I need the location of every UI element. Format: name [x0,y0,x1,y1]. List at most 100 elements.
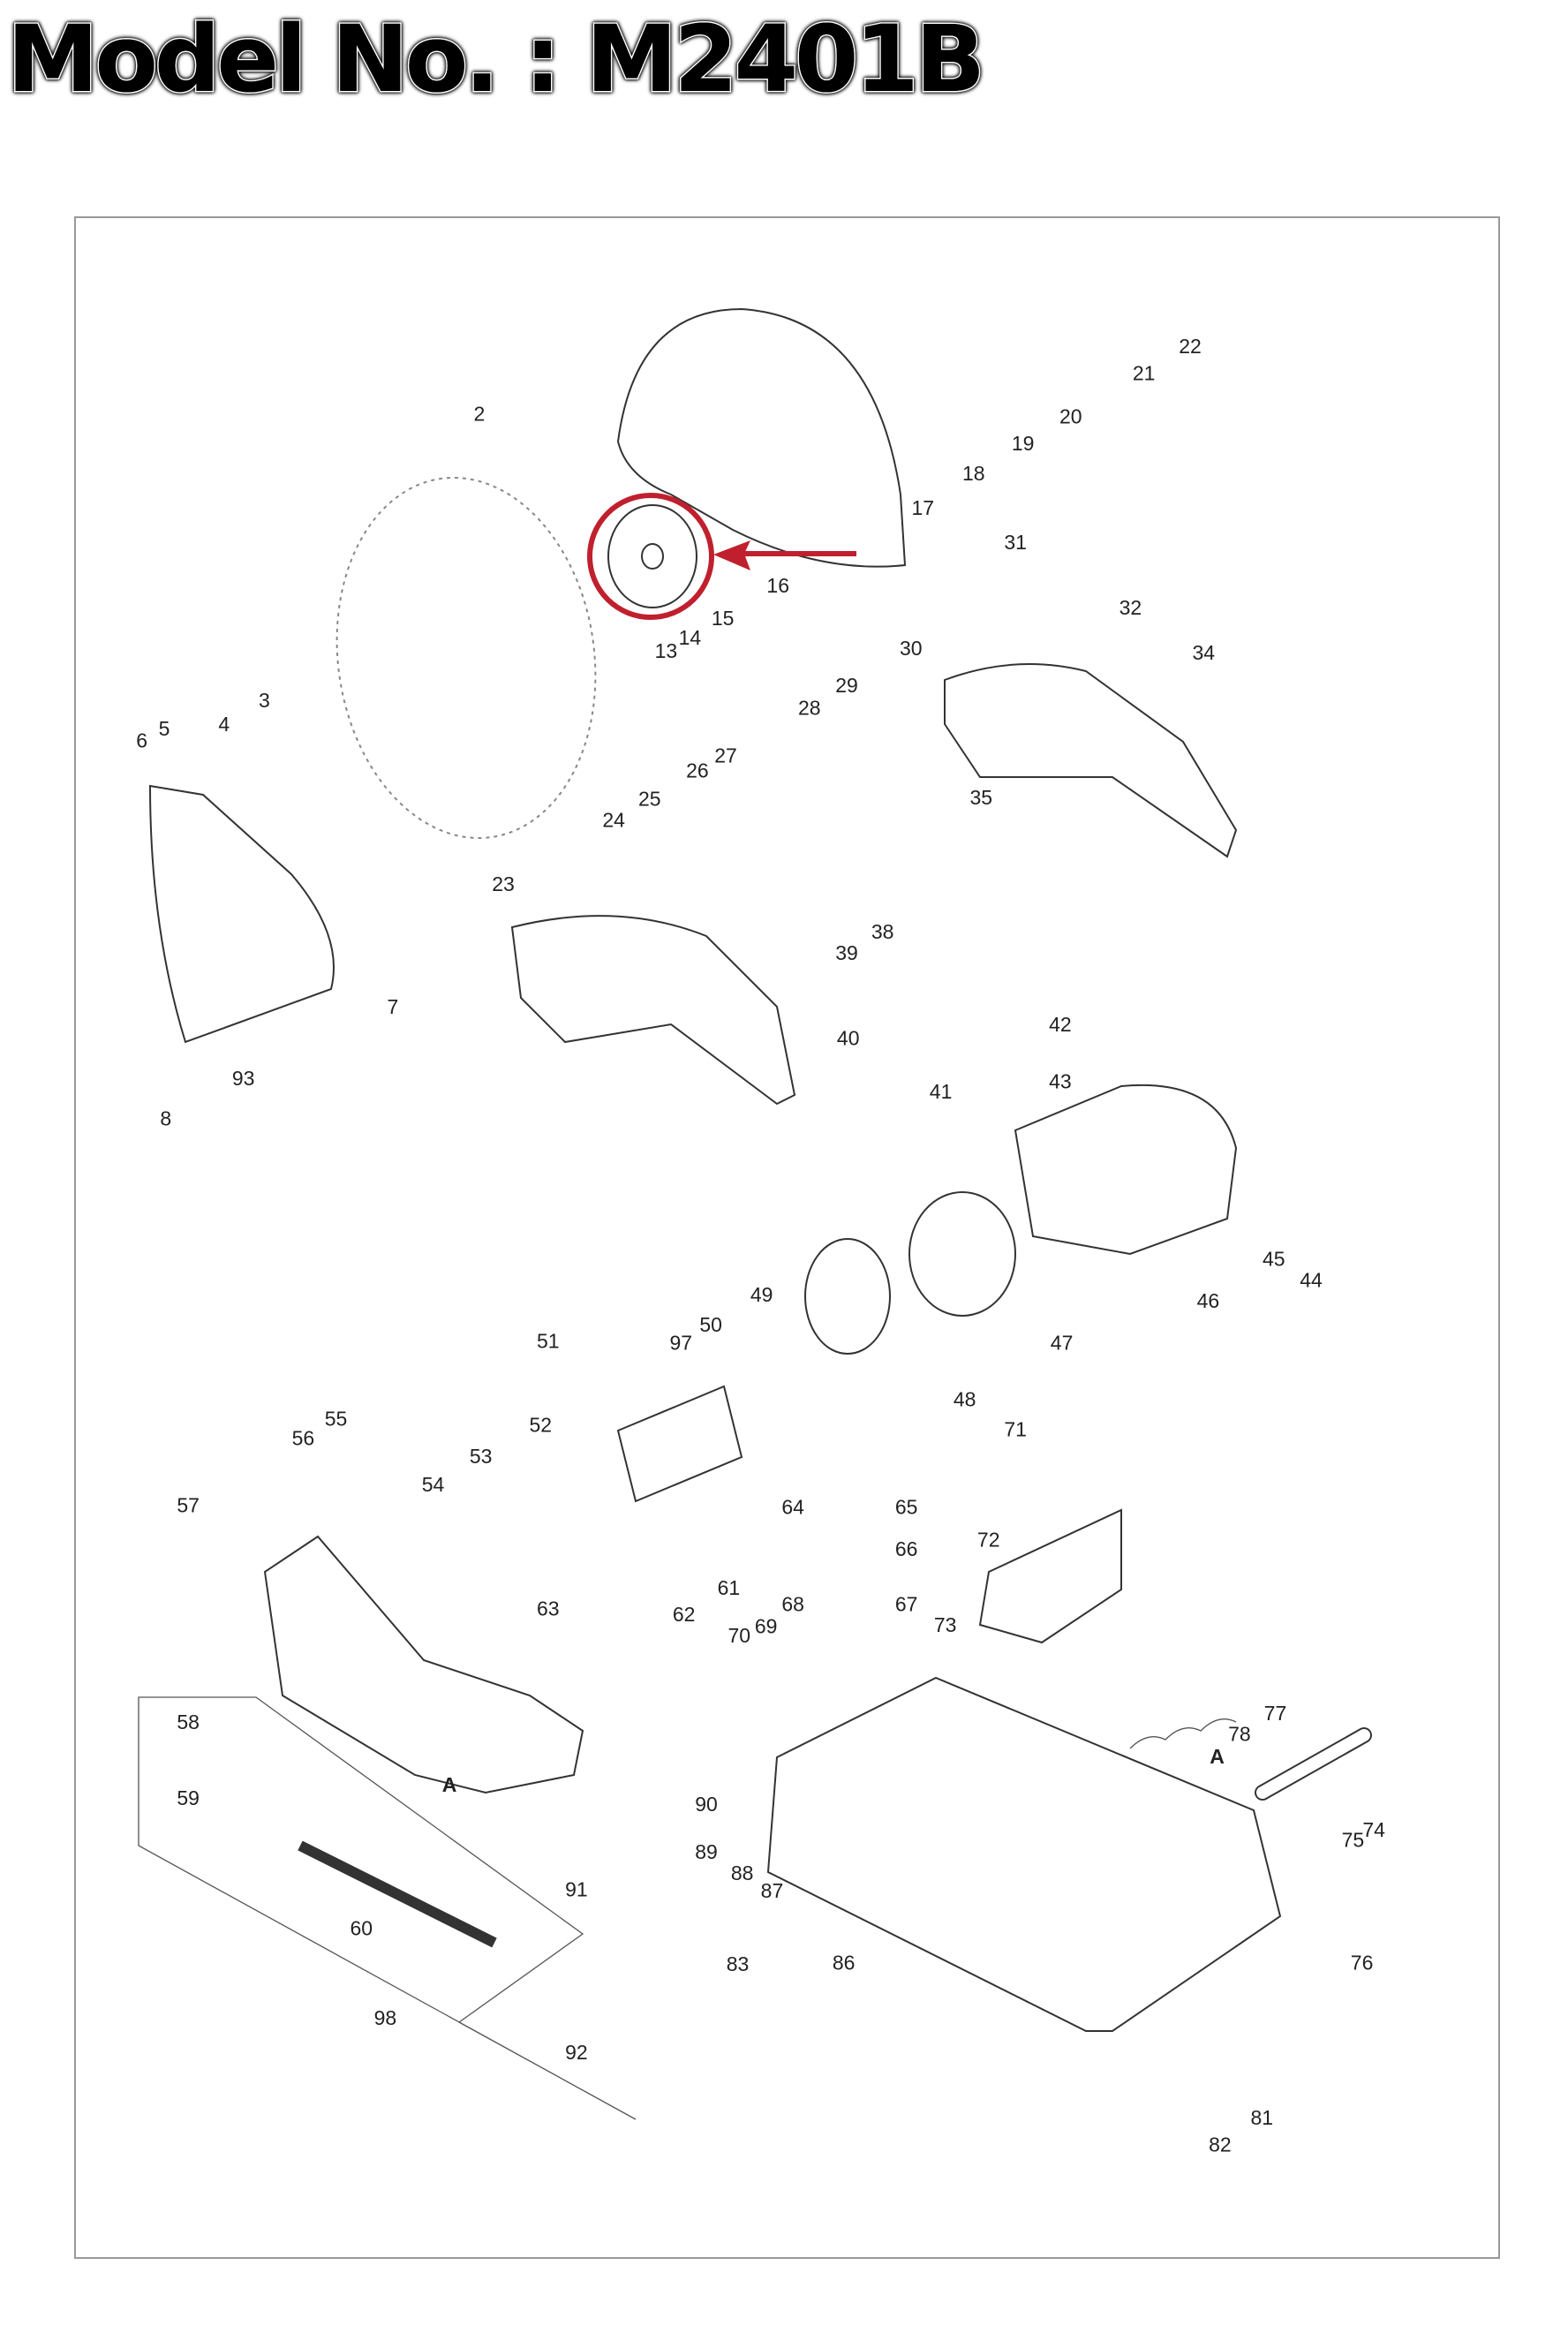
part-label-56: 56 [292,1427,315,1450]
part-label-43: 43 [1049,1069,1072,1092]
part-label-65: 65 [895,1495,918,1518]
highlight-arrow-head [713,540,750,570]
part-label-90: 90 [695,1793,718,1816]
part-label-24: 24 [602,808,625,831]
armature [616,1385,743,1503]
part-label-66: 66 [895,1537,918,1560]
part-label-34: 34 [1192,641,1215,664]
part-label-35: 35 [969,786,992,809]
part-label-83: 83 [727,1952,750,1975]
part-label-23: 23 [492,872,515,895]
part-label-50: 50 [699,1313,722,1336]
part-label-7: 7 [387,995,398,1018]
motor-housing [1014,1084,1238,1256]
blade-guard [616,307,907,568]
part-label-20: 20 [1059,405,1082,428]
part-label-6: 6 [136,729,147,752]
spring [1129,1718,1237,1749]
part-label-14: 14 [679,626,702,649]
gear-housing [263,1535,584,1794]
part-label-53: 53 [470,1445,493,1468]
part-label-69: 69 [755,1615,778,1638]
part-label-22: 22 [1179,335,1202,358]
part-label-78: 78 [1228,1723,1251,1746]
part-label-18: 18 [962,462,985,485]
reference-mark-a: A [1210,1745,1225,1768]
part-label-77: 77 [1264,1702,1287,1725]
handle [510,915,796,1106]
part-label-29: 29 [835,674,858,697]
part-label-27: 27 [714,744,737,767]
part-label-70: 70 [727,1624,750,1647]
part-label-30: 30 [900,637,923,660]
part-label-8: 8 [160,1107,171,1130]
part-label-40: 40 [837,1026,860,1049]
part-label-68: 68 [781,1592,804,1615]
part-label-44: 44 [1300,1268,1323,1291]
part-label-38: 38 [871,920,894,943]
part-label-61: 61 [718,1576,741,1599]
part-label-51: 51 [537,1330,560,1353]
part-label-31: 31 [1004,531,1027,554]
part-label-26: 26 [686,759,709,782]
vise-group-outline [138,1696,637,2120]
highlight-circle [587,493,714,620]
part-label-74: 74 [1362,1818,1385,1841]
part-label-21: 21 [1133,362,1156,385]
part-label-4: 4 [218,713,230,736]
part-label-82: 82 [1209,2133,1232,2156]
part-label-60: 60 [351,1916,373,1939]
part-label-76: 76 [1351,1951,1374,1974]
part-label-97: 97 [669,1331,692,1354]
part-label-64: 64 [781,1495,804,1518]
baffle-plate [804,1238,891,1355]
part-label-46: 46 [1197,1289,1220,1312]
saw-blade [335,476,597,840]
vise-plate [978,1508,1122,1644]
part-label-45: 45 [1263,1248,1285,1271]
part-label-47: 47 [1051,1331,1074,1354]
part-label-16: 16 [766,574,789,597]
part-label-17: 17 [912,496,935,519]
field-coil [908,1191,1016,1317]
vise-screw [298,1840,497,1948]
part-label-98: 98 [374,2006,397,2029]
part-label-91: 91 [565,1877,588,1900]
part-label-32: 32 [1119,596,1142,619]
part-label-57: 57 [177,1494,200,1517]
part-label-87: 87 [761,1879,784,1902]
part-label-63: 63 [537,1597,560,1620]
model-number-title: Model No. : M2401B [6,4,987,115]
lower-guard [148,784,335,1044]
part-label-54: 54 [422,1473,445,1496]
shaft-inner [1256,1729,1370,1799]
part-label-81: 81 [1250,2106,1273,2129]
part-label-28: 28 [798,697,821,720]
part-label-15: 15 [712,607,735,630]
part-label-75: 75 [1342,1829,1365,1852]
part-label-92: 92 [565,2041,588,2064]
base [766,1676,1282,2032]
part-label-3: 3 [259,689,270,712]
part-label-88: 88 [731,1861,754,1884]
part-label-86: 86 [833,1951,856,1974]
part-label-41: 41 [930,1080,953,1103]
part-label-19: 19 [1012,432,1035,455]
diagram-frame [74,216,1500,2259]
part-label-49: 49 [750,1283,773,1306]
part-label-89: 89 [695,1840,718,1863]
part-label-73: 73 [934,1613,957,1636]
part-label-52: 52 [530,1413,553,1436]
part-label-13: 13 [655,639,678,662]
part-label-67: 67 [895,1592,918,1615]
part-label-93: 93 [232,1067,255,1090]
part-label-71: 71 [1004,1417,1027,1440]
part-label-2: 2 [474,402,486,425]
part-label-39: 39 [835,941,858,964]
part-label-48: 48 [954,1388,976,1411]
part-label-62: 62 [673,1603,696,1626]
part-label-42: 42 [1049,1013,1072,1036]
part-label-25: 25 [638,788,661,811]
part-label-58: 58 [177,1710,200,1733]
